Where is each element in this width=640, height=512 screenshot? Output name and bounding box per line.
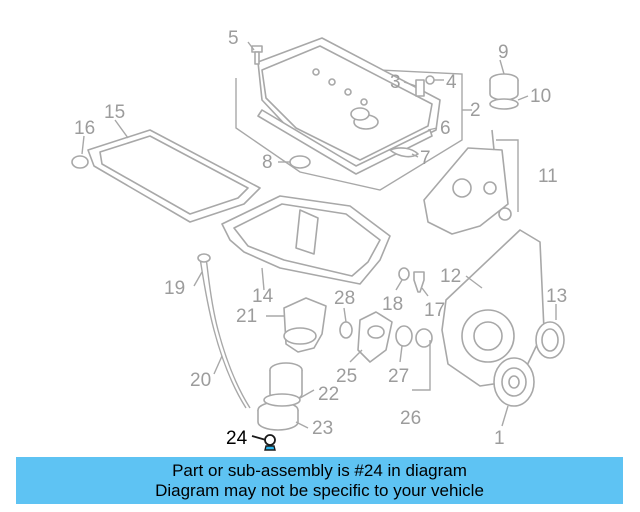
leader-line-7 — [411, 153, 419, 158]
timing-cover-seal — [498, 207, 512, 221]
callout-26: 26 — [400, 408, 421, 429]
callout-2: 2 — [470, 100, 481, 121]
leader-line-25 — [349, 349, 363, 363]
callout-19: 19 — [164, 278, 185, 299]
callout-28: 28 — [334, 288, 355, 309]
seal-8 — [289, 155, 311, 169]
valve-cover-group-bracket — [235, 69, 463, 191]
oil-filler-cap — [489, 73, 519, 101]
exploded-parts-diagram: 5 3 4 2 9 10 6 7 8 15 16 11 12 13 14 19 … — [71, 28, 567, 451]
drain-plug-24 — [251, 434, 276, 451]
leader-line-12 — [465, 275, 483, 289]
timing-belt-cover — [441, 229, 545, 387]
oil-pan-gasket-inner — [99, 135, 249, 215]
seal-27 — [395, 325, 413, 347]
oil-temp-sensor-17 — [413, 271, 425, 293]
leader-line-9 — [499, 59, 505, 75]
callout-3: 3 — [390, 72, 401, 93]
leader-line-15 — [114, 119, 129, 139]
leader-line-10 — [517, 95, 529, 101]
banner-line-part-number: Part or sub-assembly is #24 in diagram — [172, 460, 467, 480]
leader-bracket-11 — [496, 139, 519, 212]
leader-bracket-26 — [412, 340, 431, 391]
leader-line-27 — [399, 345, 403, 363]
leader-line-28 — [343, 307, 347, 323]
callout-15: 15 — [104, 102, 125, 123]
callout-7: 7 — [420, 148, 431, 169]
callout-24-highlighted: 24 — [226, 428, 248, 449]
filler-cap-seal — [489, 98, 519, 110]
valve-cover — [257, 37, 441, 169]
callout-17: 17 — [424, 300, 445, 321]
oil-pan — [221, 195, 391, 285]
callout-23: 23 — [312, 418, 333, 439]
oil-pressure-switch-18 — [398, 267, 410, 281]
crankshaft-pulley — [493, 357, 535, 407]
callout-4: 4 — [446, 72, 457, 93]
leader-line-5 — [247, 41, 255, 51]
leader-line-3 — [403, 81, 417, 87]
leader-line-18 — [395, 279, 403, 291]
dipstick-handle — [197, 253, 211, 263]
leader-line-6 — [427, 127, 438, 131]
oil-filter-housing — [283, 297, 327, 353]
seal-28 — [339, 321, 353, 339]
callout-14: 14 — [252, 286, 274, 307]
filter-o-ring — [263, 393, 301, 407]
plug-16 — [71, 155, 89, 169]
callout-16: 16 — [74, 118, 95, 139]
washer-4 — [425, 75, 435, 85]
callout-5: 5 — [228, 28, 239, 49]
dipstick-tube — [205, 257, 251, 409]
bolt-5 — [251, 45, 263, 65]
dipstick — [199, 257, 247, 409]
callout-12: 12 — [440, 266, 461, 287]
callout-10: 10 — [530, 86, 551, 107]
callout-25: 25 — [336, 366, 357, 387]
leader-line-20 — [213, 355, 223, 375]
leader-line-23 — [295, 421, 309, 429]
cooler-cap — [415, 328, 433, 348]
leader-line-19 — [193, 271, 203, 287]
callout-8: 8 — [262, 152, 273, 173]
leader-line-17 — [421, 287, 429, 297]
callout-9: 9 — [498, 42, 509, 63]
leader-line-14 — [261, 267, 265, 291]
callout-27: 27 — [388, 366, 409, 387]
leader-line-1 — [501, 405, 509, 427]
callout-21: 21 — [236, 306, 257, 327]
half-moon-seal — [389, 147, 419, 158]
callout-20: 20 — [190, 370, 211, 391]
crankshaft-seal — [535, 321, 565, 359]
valve-cover-gasket — [257, 109, 433, 175]
callout-11: 11 — [538, 166, 558, 187]
callout-13: 13 — [546, 286, 567, 307]
info-banner: Part or sub-assembly is #24 in diagram D… — [16, 457, 623, 504]
timing-cover — [423, 147, 509, 235]
banner-line-disclaimer: Diagram may not be specific to your vehi… — [155, 480, 484, 500]
dowel-pin — [491, 129, 495, 151]
leader-line-22 — [299, 389, 315, 399]
callout-1: 1 — [494, 428, 505, 449]
callout-6: 6 — [440, 118, 451, 139]
callout-22: 22 — [318, 384, 339, 405]
oil-cooler-adapter — [357, 311, 393, 363]
callout-18: 18 — [382, 294, 403, 315]
leader-line-16 — [81, 135, 85, 155]
bolt-3 — [415, 79, 425, 97]
